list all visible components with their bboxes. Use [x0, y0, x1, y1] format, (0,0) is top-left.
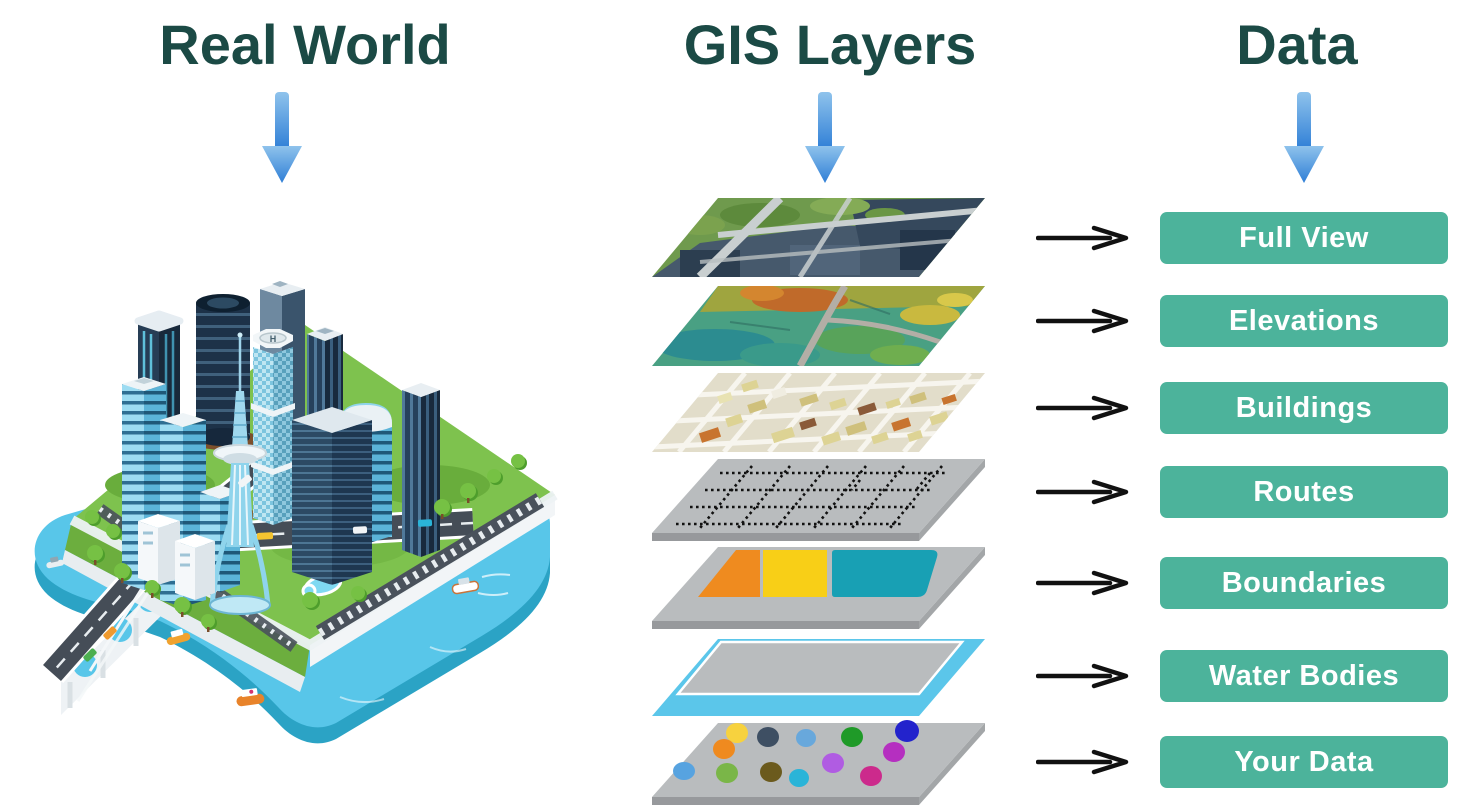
trees: [85, 454, 527, 632]
routes-grid-layer: [652, 459, 985, 541]
building-front-glass: [292, 407, 372, 585]
right-arrow-icon: [1036, 663, 1129, 689]
gis-layer-stack: [652, 198, 985, 805]
data-label-your-data: Your Data: [1160, 736, 1448, 788]
tree: [114, 563, 132, 583]
tree: [434, 499, 452, 519]
boat: [46, 556, 65, 569]
tree: [511, 454, 527, 470]
tree: [174, 597, 192, 617]
tree: [145, 580, 161, 598]
right-arrow-icon: [1036, 308, 1129, 334]
satellite-imagery-layer: [652, 198, 985, 277]
down-arrow-icon: [805, 92, 845, 183]
data-label-routes: Routes: [1160, 466, 1448, 518]
boat: [451, 577, 480, 595]
gis-layers-heading: GIS Layers: [683, 13, 977, 76]
building-helipad-tower: H: [251, 329, 295, 525]
boat: [236, 688, 265, 707]
right-arrow-icon: [1036, 570, 1129, 596]
right-arrow-icon: [1036, 749, 1129, 775]
tree: [85, 510, 101, 526]
down-arrow-icon: [1284, 92, 1324, 183]
tree: [106, 524, 122, 540]
data-heading: Data: [1236, 13, 1358, 76]
data-label-full-view: Full View: [1160, 212, 1448, 264]
right-arrow-icon: [1036, 225, 1129, 251]
cars: [83, 474, 433, 662]
tree: [487, 469, 503, 485]
tree: [351, 586, 367, 602]
building-right-slim-tower: [402, 383, 440, 557]
buildings-map-layer: [652, 373, 985, 452]
tree: [460, 483, 478, 503]
elevation-terrain-layer: [652, 286, 985, 366]
helipad-letter: H: [270, 334, 277, 344]
boat: [166, 628, 191, 646]
spire-tv-tower: [209, 332, 271, 615]
water-bodies-layer: [652, 639, 985, 716]
data-label-buildings: Buildings: [1160, 382, 1448, 434]
real-world-heading: Real World: [159, 13, 451, 76]
down-arrow-icon: [262, 92, 302, 183]
right-arrow-icon: [1036, 395, 1129, 421]
data-label-boundaries: Boundaries: [1160, 557, 1448, 609]
data-label-elevations: Elevations: [1160, 295, 1448, 347]
tree: [87, 545, 105, 565]
tree: [201, 614, 217, 632]
building-white-lowrise: [138, 514, 215, 600]
tree: [302, 592, 320, 610]
boundaries-zones-layer: [652, 547, 985, 629]
your-data-points-layer: [652, 720, 985, 805]
data-label-water-bodies: Water Bodies: [1160, 650, 1448, 702]
boats: [46, 556, 511, 711]
right-arrow-icon: [1036, 479, 1129, 505]
isometric-city-illustration: H: [34, 281, 558, 744]
buildings-cluster: H: [122, 281, 440, 615]
